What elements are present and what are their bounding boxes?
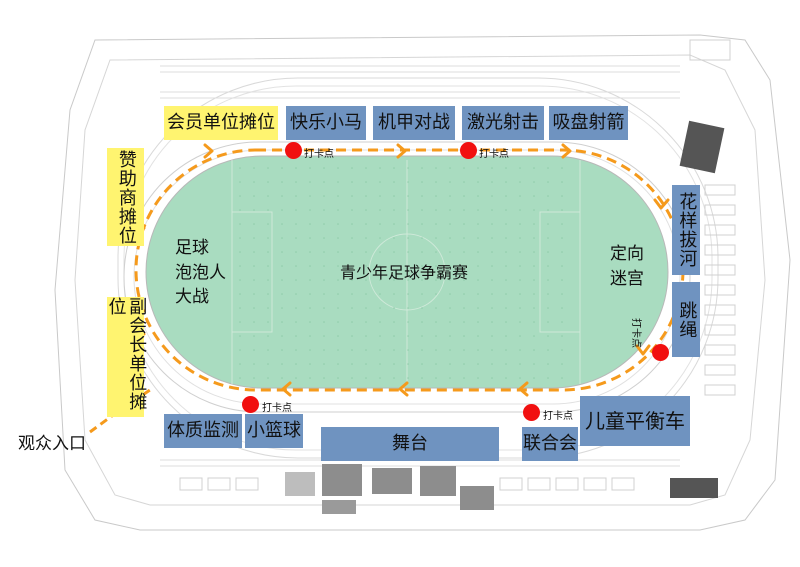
zone-laser-shooting: 激光射击: [462, 106, 544, 140]
checkpoint-label-top-2: 打卡点: [479, 149, 509, 160]
checkpoint-dot-bottom-left: [242, 396, 259, 413]
audience-entrance-label: 观众入口: [18, 434, 86, 454]
zone-vice-president-stalls: 副会长单位摊位: [106, 297, 147, 417]
field-markings: [231, 160, 581, 384]
checkpoint-dot-top-2: [460, 142, 477, 159]
checkpoint-dot-top-1: [285, 142, 302, 159]
zone-rope-skipping: 跳绳: [672, 282, 700, 357]
checkpoint-dot-right: [652, 344, 669, 361]
zone-happy-pony: 快乐小马: [286, 106, 366, 140]
checkpoint-label-right: 打卡点: [630, 318, 641, 348]
field-title: 青少年足球争霸赛: [340, 263, 469, 282]
bubble-football-line-3: 大战: [175, 287, 209, 308]
zone-fancy-tug-of-war: 花样拔河: [672, 185, 700, 275]
orienteering-maze-label: 定向 迷宫: [610, 242, 644, 291]
zone-kids-balance-bike: 儿童平衡车: [580, 396, 690, 446]
bubble-football-label: 足球 泡泡人 大战: [175, 236, 226, 310]
zone-federation: 联合会: [522, 427, 578, 461]
zone-fitness-test: 体质监测: [164, 414, 242, 448]
zone-suction-archery: 吸盘射箭: [549, 106, 628, 140]
orienteering-maze-line-1: 定向: [610, 244, 644, 264]
checkpoint-label-top-1: 打卡点: [304, 149, 334, 160]
stadium-inner-outline: [74, 54, 766, 506]
orienteering-maze-line-2: 迷宫: [610, 268, 644, 289]
bubble-football-line-1: 足球: [175, 238, 209, 258]
perimeter-room-boxes: [179, 39, 736, 491]
checkpoint-dot-bottom-right: [523, 404, 540, 421]
checkpoint-label-bottom-left: 打卡点: [262, 403, 292, 414]
visitor-route-loop: [134, 148, 685, 392]
zone-member-stalls: 会员单位摊位: [164, 106, 278, 140]
zone-stage: 舞台: [321, 427, 499, 461]
zone-mini-basketball: 小篮球: [245, 414, 303, 448]
field-dot-texture: [239, 167, 563, 379]
stadium-outer-outline: [54, 34, 791, 531]
zone-mecha-battle: 机甲对战: [373, 106, 455, 140]
lower-buildings: [285, 120, 725, 514]
bubble-football-line-2: 泡泡人: [175, 262, 226, 283]
checkpoint-label-bottom-right: 打卡点: [543, 411, 573, 422]
zone-sponsor-stalls: 赞助商摊位: [107, 148, 144, 246]
